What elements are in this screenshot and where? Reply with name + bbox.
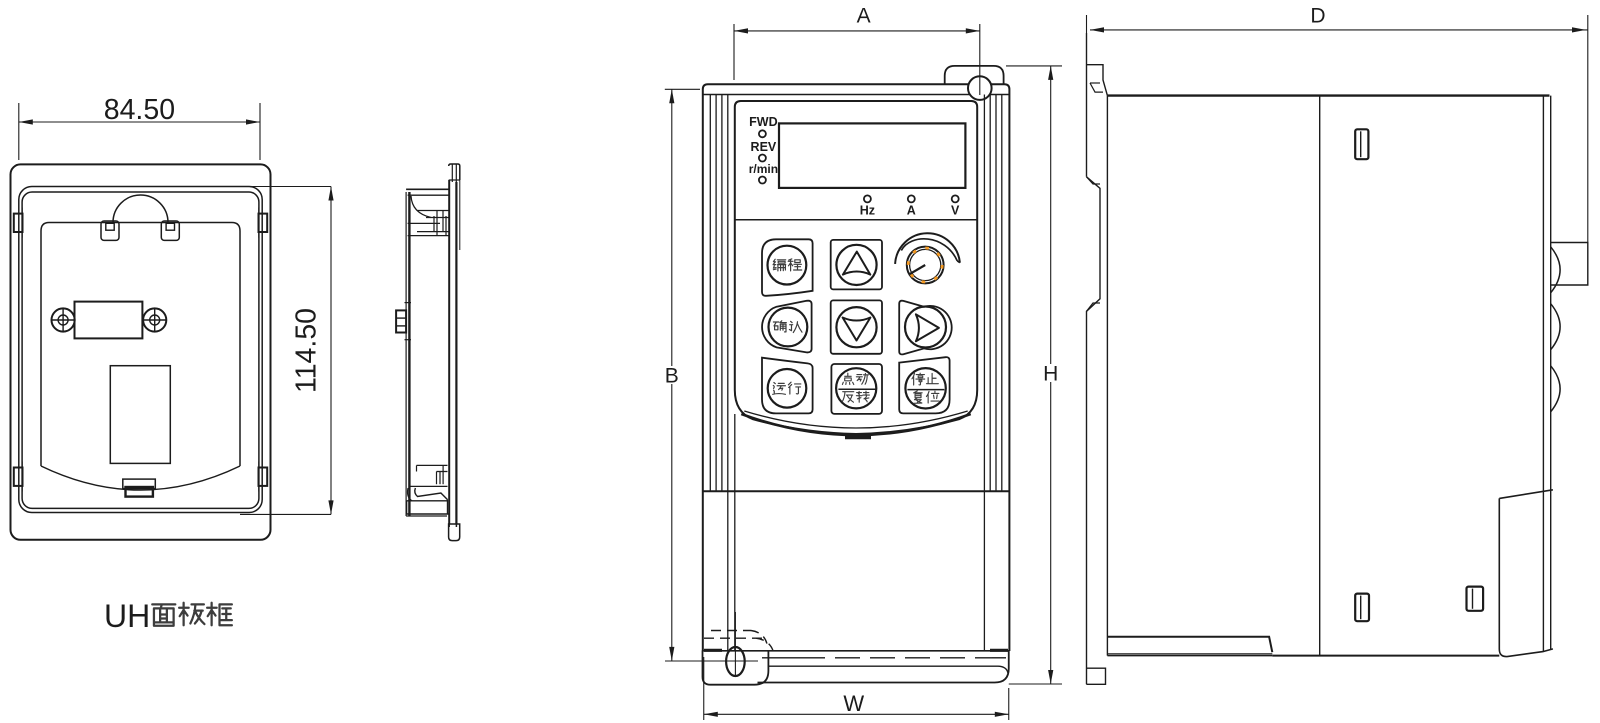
svg-text:A: A bbox=[907, 204, 916, 218]
svg-text:B: B bbox=[665, 365, 679, 388]
svg-text:A: A bbox=[857, 4, 871, 27]
svg-text:V: V bbox=[951, 204, 960, 218]
svg-text:W: W bbox=[843, 691, 864, 716]
svg-text:UH: UH bbox=[104, 598, 150, 634]
svg-text:REV: REV bbox=[751, 140, 777, 154]
svg-text:84.50: 84.50 bbox=[104, 94, 175, 126]
svg-text:Hz: Hz bbox=[860, 204, 875, 218]
svg-text:FWD: FWD bbox=[749, 115, 777, 129]
svg-text:D: D bbox=[1310, 4, 1325, 27]
svg-text:r/min: r/min bbox=[749, 162, 778, 176]
svg-text:114.50: 114.50 bbox=[291, 308, 323, 393]
svg-text:H: H bbox=[1043, 363, 1058, 386]
